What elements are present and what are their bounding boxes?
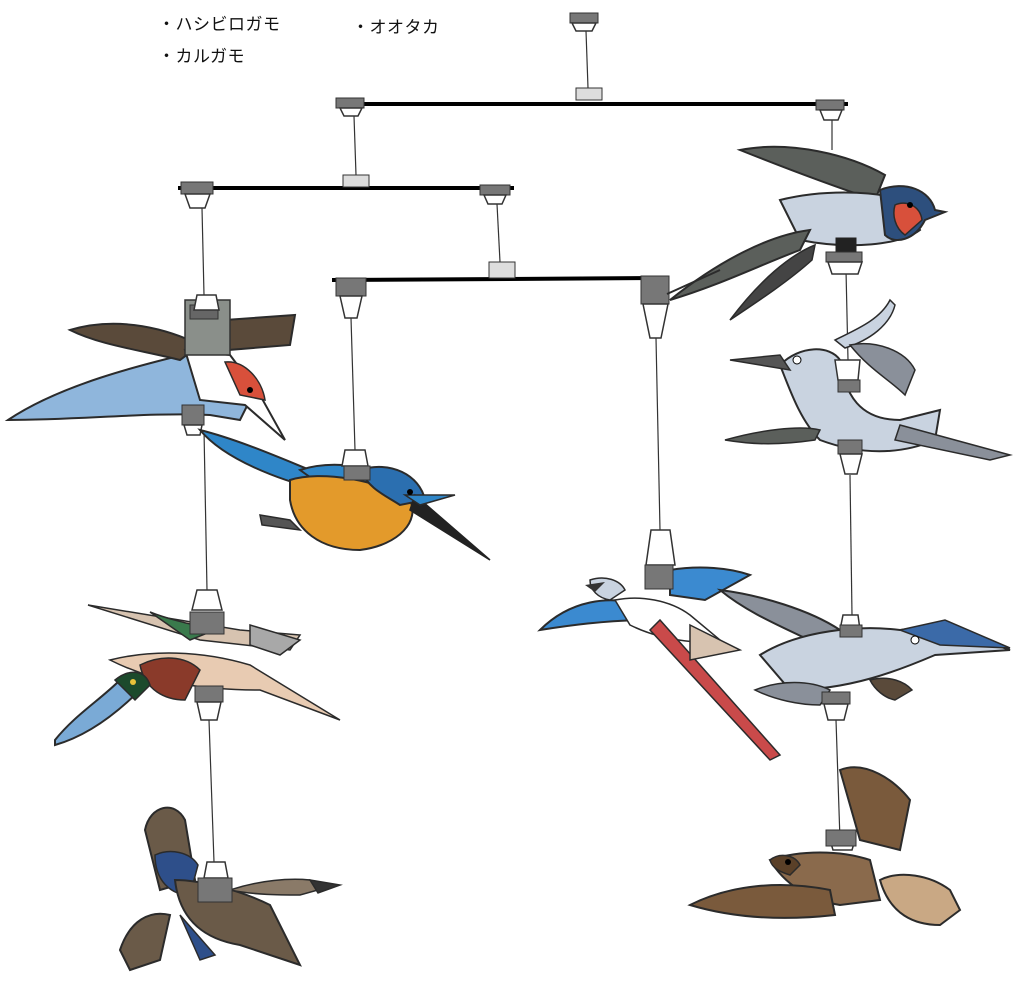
bird-goshawk (687, 766, 962, 927)
top-bar (335, 87, 848, 176)
bird-list-item-ootaka: ・オオタカ (352, 18, 440, 38)
top-hanger (569, 12, 599, 89)
bird-kingfisher (197, 428, 491, 561)
bird-list-item-karugamo: ・カルガモ (158, 47, 245, 67)
bird-swallow (666, 145, 949, 321)
middle-left-bar (178, 174, 514, 296)
bird-heron-blue (716, 588, 1011, 721)
bird-grey-heron (724, 298, 1013, 475)
bird-spot-billed-duck (118, 806, 343, 972)
bird-list-item-hashibirogamo: ・ハシビロガモ (158, 15, 281, 35)
bird-shoveler (54, 589, 341, 747)
bird-stilt (537, 529, 782, 761)
bird-kingfisher-small (4, 294, 297, 441)
middle-right-bar (331, 261, 670, 531)
